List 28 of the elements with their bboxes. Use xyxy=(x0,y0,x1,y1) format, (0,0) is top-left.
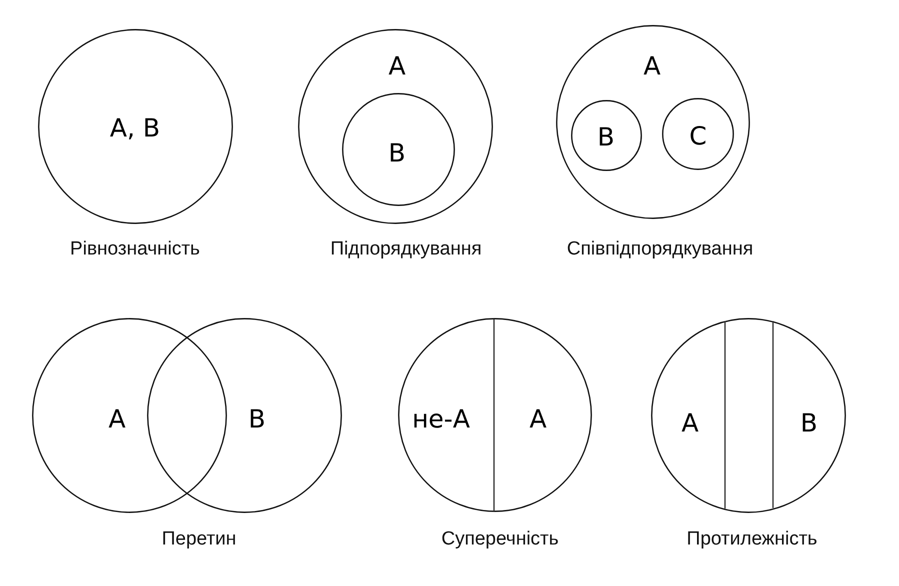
set-label: A xyxy=(643,54,661,78)
set-label: A xyxy=(388,54,406,78)
set-label: A xyxy=(108,406,126,432)
set-circle xyxy=(298,29,492,224)
set-label: A, B xyxy=(110,116,160,140)
caption: Рівнозначність xyxy=(70,240,200,258)
set-circle xyxy=(32,318,227,512)
set-circle xyxy=(38,29,233,224)
set-circle xyxy=(342,92,455,206)
set-label: не-A xyxy=(412,406,470,432)
set-circle xyxy=(571,100,642,171)
set-label: B xyxy=(388,140,406,166)
caption: Підпорядкування xyxy=(330,240,482,258)
caption: Протилежність xyxy=(686,530,818,548)
set-circle xyxy=(398,318,592,512)
set-label: C xyxy=(689,124,707,148)
set-label: B xyxy=(597,124,615,150)
set-circle xyxy=(662,98,734,170)
set-label: A xyxy=(681,410,699,436)
set-circle xyxy=(651,318,846,512)
caption: Суперечність xyxy=(441,530,559,548)
set-circle xyxy=(556,24,750,218)
caption: Перетин xyxy=(162,530,236,548)
set-label: B xyxy=(248,406,266,432)
set-label: B xyxy=(800,410,818,436)
caption: Співпідпорядкування xyxy=(566,240,754,258)
set-circle xyxy=(147,318,342,512)
set-label: A xyxy=(529,406,547,432)
